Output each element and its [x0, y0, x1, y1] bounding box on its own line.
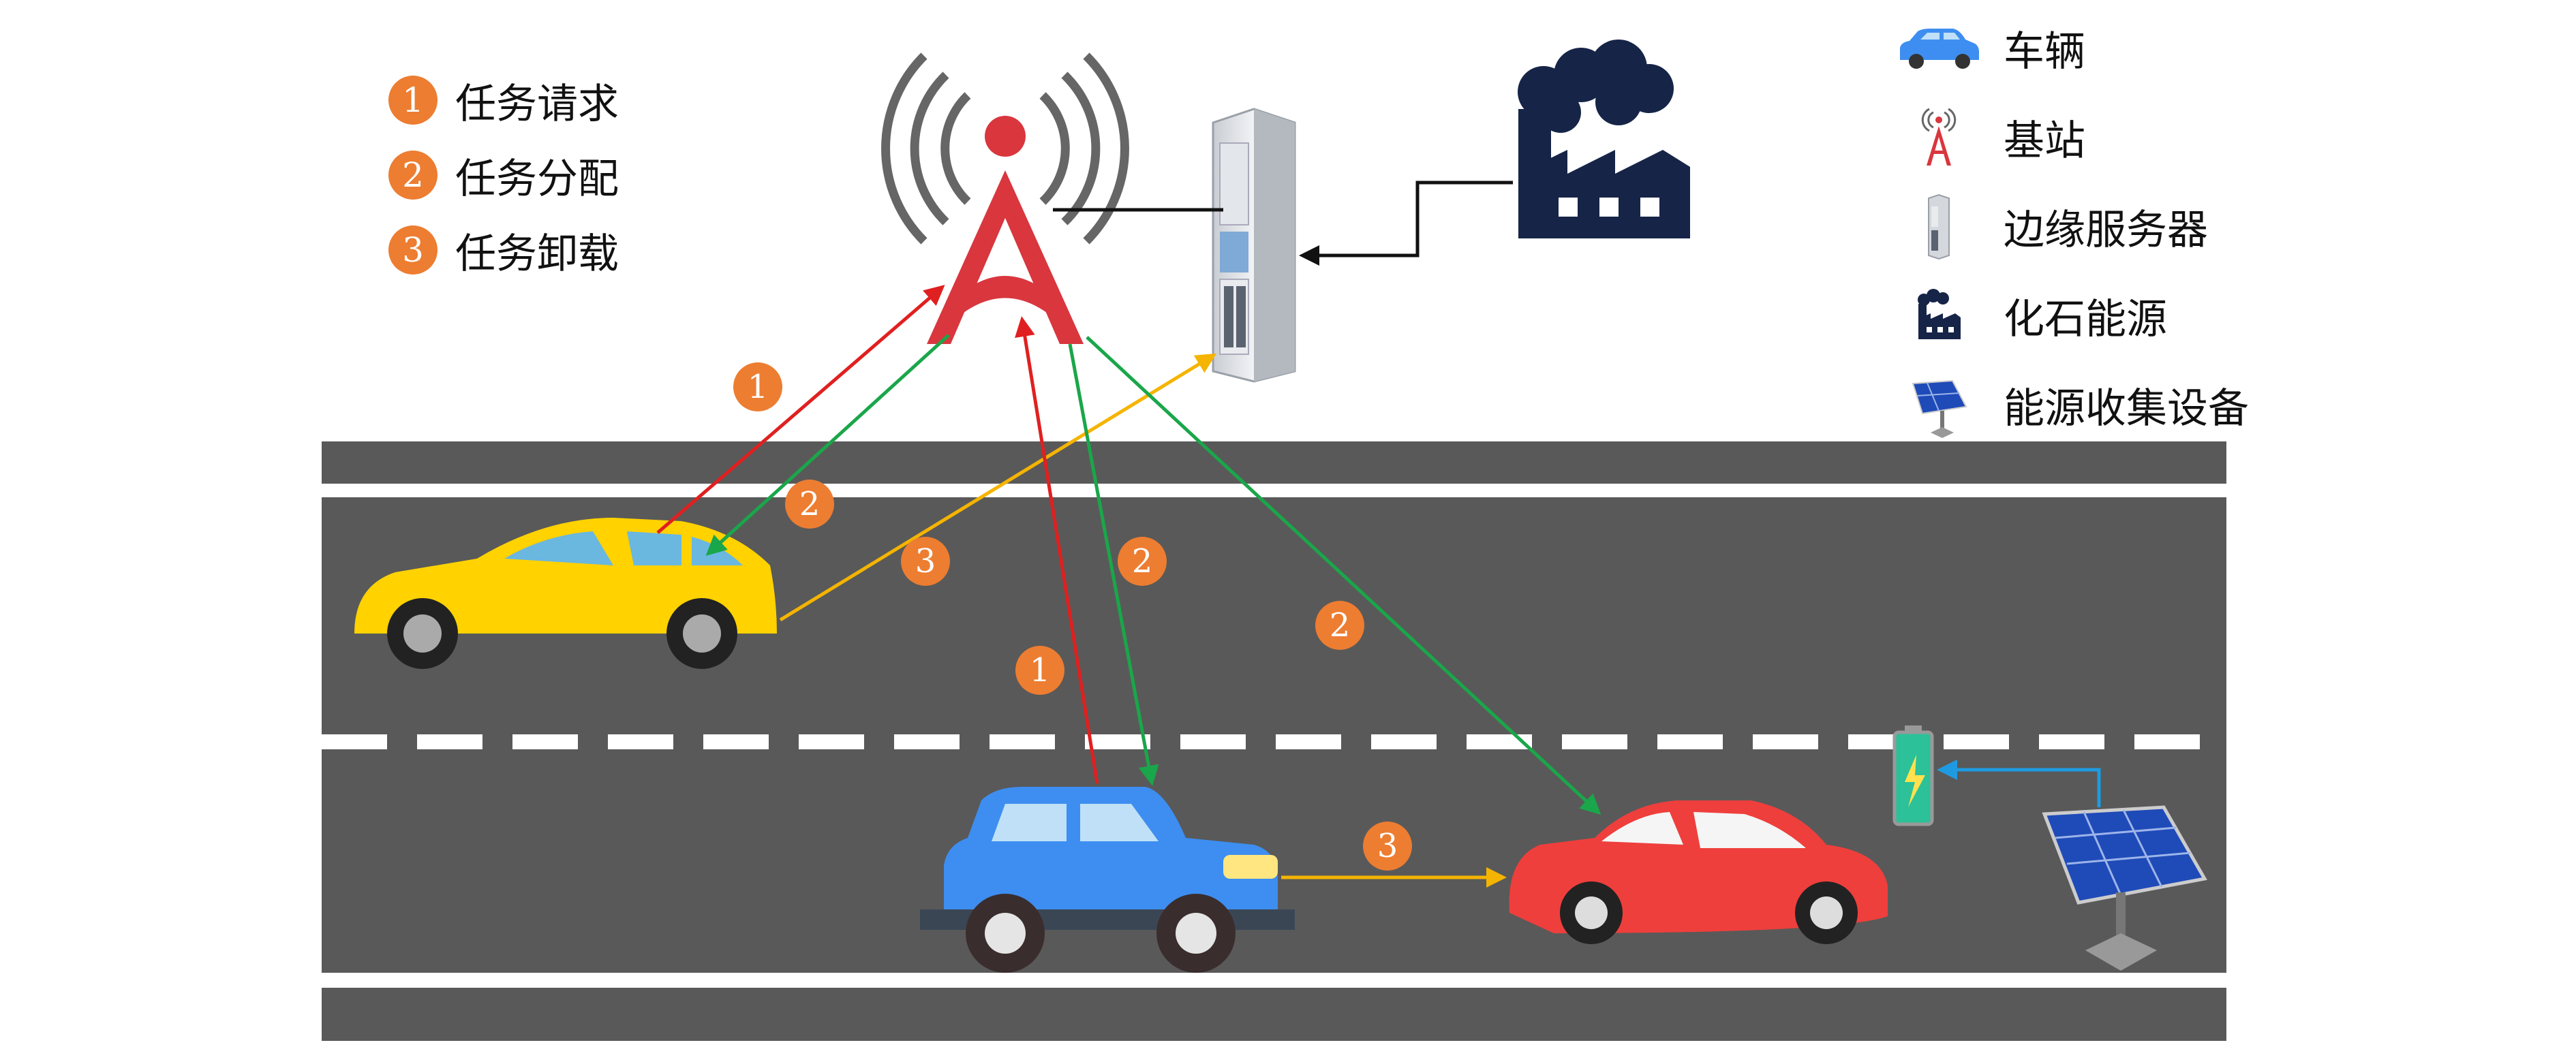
battery-icon: [1892, 725, 1934, 826]
request-arrow-blue-car: [1015, 316, 1099, 784]
solar-panel-icon: [2042, 805, 2207, 971]
step-marker: 2: [785, 480, 834, 529]
factory-icon: [1888, 279, 1990, 354]
legend-label: 边缘服务器: [2004, 206, 2208, 254]
assign-arrow-blue-car: [1068, 343, 1159, 786]
legend-step-request: 1 任务请求: [388, 63, 619, 138]
legend-item-fossil-energy: 化石能源: [1888, 271, 2249, 360]
step-badge: 2: [388, 151, 438, 200]
base-station-icon: [1888, 100, 1990, 175]
solar-to-battery-arrow: [1937, 760, 2101, 807]
edge-server-icon: [1212, 108, 1296, 383]
icon-legend: 车辆 基站 边缘服务器: [1888, 3, 2249, 450]
blue-car: [920, 787, 1295, 973]
step-marker: 1: [733, 362, 782, 411]
assign-arrow-yellow-car: [705, 334, 950, 557]
legend-label: 化石能源: [2004, 296, 2167, 343]
step-marker: 3: [1363, 822, 1412, 871]
legend-step-offload: 3 任务卸载: [388, 213, 619, 287]
legend-label: 基站: [2004, 117, 2085, 165]
base-station-icon: [881, 52, 1129, 344]
yellow-car: [354, 518, 777, 669]
step-badge: 3: [388, 225, 438, 275]
car-icon: [1888, 11, 1990, 86]
red-car: [1509, 800, 1888, 944]
legend-label: 任务卸载: [455, 230, 619, 278]
step-legend: 1 任务请求 2 任务分配 3 任务卸载: [388, 63, 619, 287]
legend-step-assign: 2 任务分配: [388, 138, 619, 213]
assign-arrow-red-car: [1086, 336, 1601, 815]
legend-label: 任务请求: [455, 80, 619, 128]
factory-icon: [1518, 40, 1690, 238]
step-badge: 1: [388, 76, 438, 125]
step-marker: 2: [1315, 601, 1364, 650]
request-arrow-yellow-car: [656, 285, 945, 534]
legend-item-edge-server: 边缘服务器: [1888, 182, 2249, 271]
offload-arrow-yellow-car: [779, 353, 1217, 622]
solar-panel-icon: [1888, 368, 1990, 443]
step-marker: 2: [1118, 537, 1167, 586]
legend-label: 车辆: [2004, 28, 2085, 76]
lane-divider: [322, 734, 2200, 749]
step-marker: 3: [901, 537, 950, 586]
edge-server-icon: [1888, 189, 1990, 264]
legend-label: 任务分配: [455, 155, 619, 203]
legend-item-base-station: 基站: [1888, 93, 2249, 182]
factory-to-server-arrow: [1299, 181, 1513, 266]
step-marker: 1: [1015, 646, 1064, 695]
legend-item-energy-harvesting: 能源收集设备: [1888, 360, 2249, 450]
legend-item-vehicle: 车辆: [1888, 3, 2249, 93]
legend-label: 能源收集设备: [2004, 385, 2249, 433]
